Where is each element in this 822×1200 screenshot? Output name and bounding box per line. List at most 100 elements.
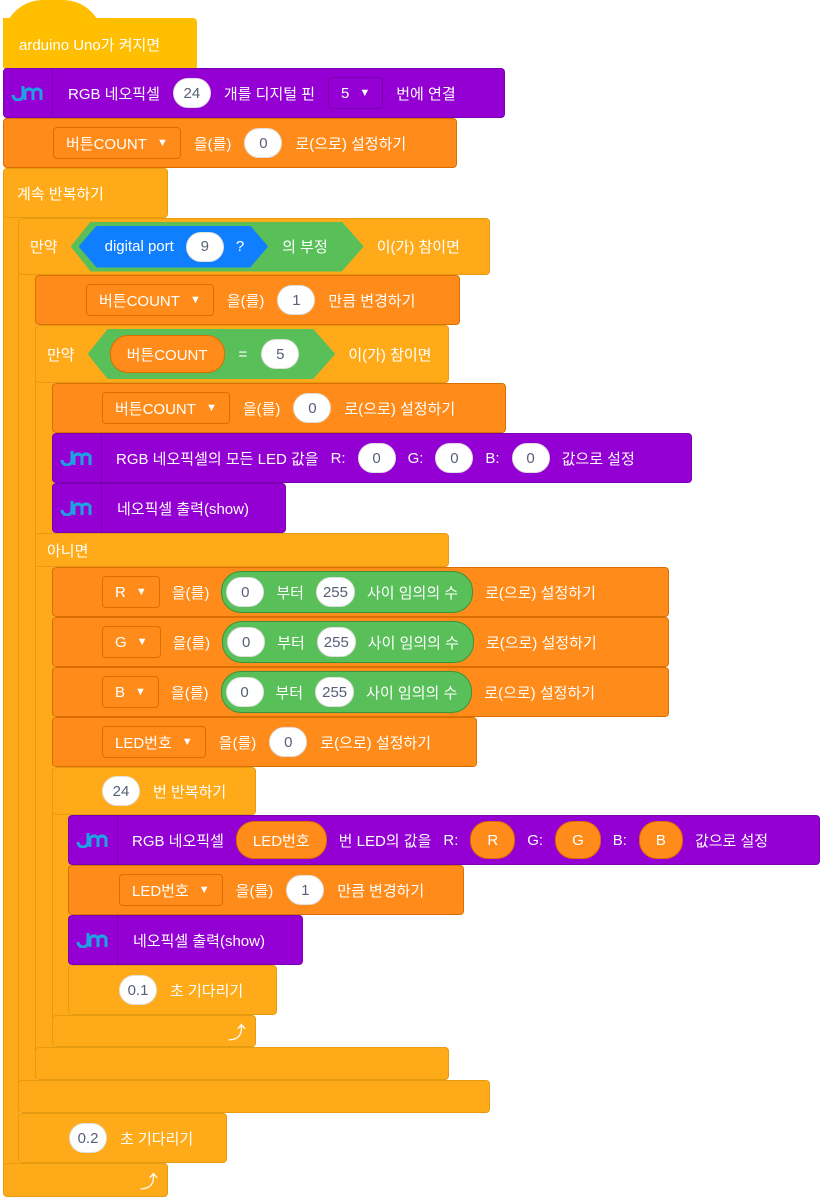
not-label: 의 부정 — [282, 239, 328, 256]
g-reporter[interactable]: G — [555, 821, 601, 859]
led-reporter[interactable]: LED번호 — [235, 821, 327, 859]
count-reporter[interactable]: 버튼COUNT — [110, 335, 225, 373]
compare-input[interactable]: 5 — [261, 339, 299, 369]
to-input[interactable]: 255 — [315, 577, 355, 607]
chevron-down-icon: ▼ — [198, 884, 210, 896]
neopixel-show-block[interactable]: 네오픽셀 출력(show) — [68, 915, 303, 965]
from-input[interactable]: 0 — [225, 677, 264, 707]
chevron-down-icon: ▼ — [156, 137, 168, 149]
wait-label: 초 기다리기 — [170, 982, 244, 1000]
var-name: LED번호 — [115, 734, 172, 752]
when-arduino-starts-hat[interactable]: arduino Uno가 켜지면 — [3, 18, 197, 70]
b-label: B: — [485, 449, 500, 467]
b-label: B: — [612, 831, 627, 849]
neopixel-logo-icon — [69, 916, 118, 964]
var-name: B — [115, 683, 126, 701]
text: RGB 네오픽셀 — [132, 832, 224, 850]
text: 값으로 설정 — [561, 450, 635, 468]
change-led-block[interactable]: LED번호▼ 을(를) 1 만큼 변경하기 — [68, 865, 464, 915]
b-reporter[interactable]: B — [638, 821, 683, 859]
wait-seconds-input[interactable]: 0.1 — [119, 975, 157, 1005]
r-label: R: — [443, 831, 459, 849]
neopixel-init-block[interactable]: RGB 네오픽셀 24 개를 디지털 핀 5▼ 번에 연결 — [3, 68, 505, 118]
led-count-input[interactable]: 24 — [172, 78, 211, 108]
if-block[interactable]: 만약 digital port 9 ? 의 부정 이(가) 참이면 — [18, 218, 490, 275]
digital-port-sensor[interactable]: digital port 9 ? — [79, 226, 269, 268]
wait-block[interactable]: 0.1 초 기다리기 — [68, 965, 277, 1015]
value-input[interactable]: 0 — [293, 393, 332, 423]
neo-init-text3: 번에 연결 — [396, 85, 456, 103]
from-input[interactable]: 0 — [227, 627, 266, 657]
chevron-down-icon: ▼ — [135, 586, 147, 598]
variable-dropdown[interactable]: LED번호▼ — [119, 874, 223, 906]
chevron-down-icon: ▼ — [181, 736, 193, 748]
chevron-down-icon: ▼ — [135, 686, 146, 698]
text: 을(를) — [242, 400, 281, 418]
wait-seconds-input[interactable]: 0.2 — [69, 1123, 107, 1153]
neopixel-set-led-block[interactable]: RGB 네오픽셀 LED번호 번 LED의 값을 R: R G: G B: B … — [68, 815, 820, 865]
repeat-count-input[interactable]: 24 — [102, 776, 140, 806]
to-input[interactable]: 255 — [315, 677, 355, 707]
from-input[interactable]: 0 — [226, 577, 265, 607]
port-input[interactable]: 9 — [186, 232, 224, 262]
value-input[interactable]: 1 — [286, 875, 325, 905]
set-led-block[interactable]: LED번호▼ 을(를) 0 로(으로) 설정하기 — [52, 717, 477, 767]
hat-label: arduino Uno가 켜지면 — [19, 36, 161, 54]
loop-arrow-icon: ⤴ — [228, 1023, 246, 1043]
chevron-down-icon: ▼ — [359, 87, 371, 99]
to-input[interactable]: 255 — [316, 627, 356, 657]
variable-dropdown[interactable]: G▼ — [102, 626, 161, 658]
variable-dropdown[interactable]: R▼ — [102, 576, 160, 608]
forever-bottom — [3, 1163, 168, 1197]
neopixel-set-all-block[interactable]: RGB 네오픽셀의 모든 LED 값을 R: 0 G: 0 B: 0 값으로 설… — [52, 433, 692, 483]
chevron-down-icon: ▼ — [205, 402, 217, 414]
text: 부터 — [275, 684, 304, 702]
b-input[interactable]: 0 — [511, 443, 550, 473]
value-input[interactable]: 0 — [244, 128, 283, 158]
wait-block[interactable]: 0.2 초 기다리기 — [18, 1113, 227, 1163]
pin-dropdown[interactable]: 5▼ — [328, 77, 384, 109]
else-label: 아니면 — [47, 542, 89, 560]
variable-dropdown[interactable]: 버튼COUNT ▼ — [102, 392, 230, 424]
text: 사이 임의의 수 — [367, 634, 459, 652]
text: 사이 임의의 수 — [366, 584, 459, 602]
if1-arm — [18, 268, 37, 1088]
g-input[interactable]: 0 — [435, 443, 474, 473]
equals-operator[interactable]: 버튼COUNT = 5 — [88, 329, 336, 379]
pin-value: 5 — [341, 84, 350, 102]
text: 부터 — [276, 584, 304, 602]
then-label: 이(가) 참이면 — [348, 346, 432, 364]
r-reporter[interactable]: R — [470, 821, 516, 859]
variable-dropdown[interactable]: B▼ — [102, 676, 159, 708]
repeat-label: 번 반복하기 — [153, 783, 227, 801]
repeat-block[interactable]: 24 번 반복하기 — [52, 767, 256, 815]
forever-block[interactable]: 계속 반복하기 — [3, 168, 168, 218]
variable-dropdown[interactable]: 버튼COUNT▼ — [86, 284, 214, 316]
neopixel-show-block[interactable]: 네오픽셀 출력(show) — [52, 483, 286, 533]
not-operator[interactable]: digital port 9 ? 의 부정 — [71, 222, 364, 272]
if-else-block[interactable]: 만약 버튼COUNT = 5 이(가) 참이면 — [35, 325, 449, 383]
reset-count-block[interactable]: 버튼COUNT▼ 을(를) 0 로(으로) 설정하기 — [52, 383, 506, 433]
set-count-block[interactable]: 버튼COUNT▼ 을(를) 0 로(으로) 설정하기 — [3, 118, 457, 168]
var-name: 버튼COUNT — [115, 400, 196, 418]
variable-dropdown[interactable]: LED번호 ▼ — [102, 726, 206, 758]
g-label: G: — [527, 831, 544, 849]
change-count-block[interactable]: 버튼COUNT▼ 을(를) 1 만큼 변경하기 — [35, 275, 460, 325]
variable-dropdown[interactable]: 버튼COUNT▼ — [53, 127, 181, 159]
value-input[interactable]: 1 — [277, 285, 316, 315]
r-input[interactable]: 0 — [357, 443, 396, 473]
text: RGB 네오픽셀의 모든 LED 값을 — [116, 450, 319, 468]
var-name: 버튼COUNT — [99, 292, 180, 310]
value-input[interactable]: 0 — [269, 727, 308, 757]
random-operator[interactable]: 0 부터 255 사이 임의의 수 — [221, 571, 474, 613]
neopixel-logo-icon — [53, 484, 102, 532]
loop-arrow-icon: ⤴ — [140, 1172, 158, 1192]
neopixel-logo-icon — [4, 69, 53, 117]
text: 을(를) — [171, 584, 210, 602]
text: 을(를) — [170, 684, 209, 702]
